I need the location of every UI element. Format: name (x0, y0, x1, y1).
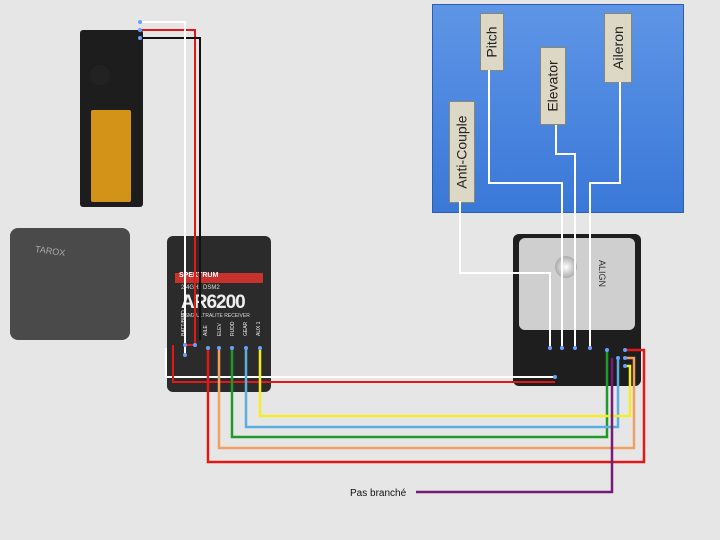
flybarless-face: ALIGN (519, 238, 635, 330)
wire-pitch (488, 70, 563, 348)
gain-knob-icon (555, 256, 577, 278)
gyro-photo (80, 30, 143, 207)
not-connected-caption: Pas branché (350, 488, 407, 499)
wire-red (206, 348, 646, 464)
gyro-body (91, 110, 131, 202)
receiver-brand-bar (175, 273, 263, 283)
receiver-description: DSM2 ULTRALITE RECEIVER (181, 313, 250, 319)
wire-blue (244, 348, 620, 429)
wire-gyro-red (140, 29, 196, 346)
wire-gyro-white (140, 21, 186, 355)
receiver-model: AR6200 (181, 292, 246, 313)
servo-label-aileron: Aileron (604, 13, 632, 83)
wire-orange (217, 348, 636, 450)
wire-white-bus (165, 348, 555, 378)
wire-anti-couple (459, 201, 551, 348)
wire-yellow (258, 348, 632, 418)
flybarless-unit: ALIGN (513, 234, 641, 386)
wire-red-bus (172, 345, 555, 383)
servo-panel: Anti-Couple Pitch Elevator Aileron (432, 4, 684, 213)
servo-photo: TAROX (10, 228, 130, 340)
wire-aileron (589, 82, 621, 348)
servo-label-anti-couple: Anti-Couple (449, 101, 475, 203)
servo-label-elevator: Elevator (540, 47, 566, 125)
receiver-brand: SPEKTRUM (179, 272, 219, 279)
wire-gyro-black (140, 37, 201, 340)
wire-elevator (555, 125, 576, 348)
connector-dots (138, 20, 627, 379)
wire-green (230, 348, 609, 439)
servo-label-pitch: Pitch (480, 13, 504, 71)
wire-not-connected (416, 358, 614, 494)
gyro-logo-icon (90, 65, 110, 85)
